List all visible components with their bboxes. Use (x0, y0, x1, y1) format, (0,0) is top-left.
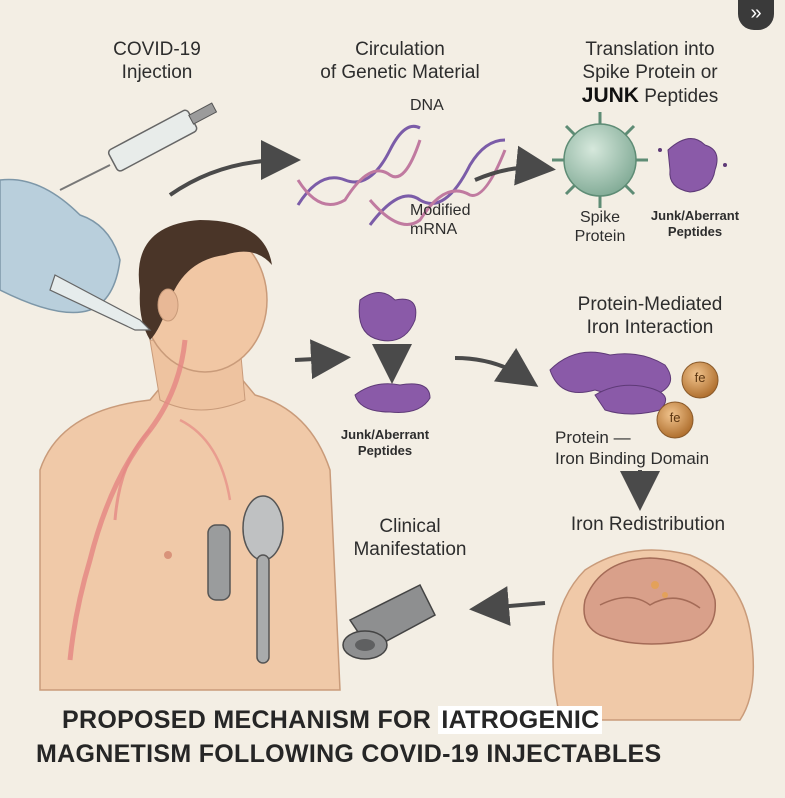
flow-arrows (168, 140, 660, 626)
label-injection: COVID-19 Injection (113, 39, 201, 83)
metal-objects (207, 495, 284, 664)
junk-peptides-middle (354, 292, 431, 413)
label-mrna: Modified mRNA (410, 202, 471, 238)
syringe-top (59, 102, 218, 191)
spike-protein-virus (552, 112, 648, 208)
label-dna: DNA (410, 97, 444, 114)
title-line2: MAGNETISM FOLLOWING COVID-19 INJECTABLES (36, 740, 662, 768)
translation-line2: Spike Protein or (582, 62, 718, 83)
label-clinical: Clinical Manifestation (353, 516, 467, 560)
title-line1: PROPOSED MECHANISM FOR IATROGENIC (62, 706, 603, 735)
label-peptides: Peptides (644, 86, 719, 107)
translation-line3: JUNK Peptides (540, 84, 760, 108)
label-translation: Translation into Spike Protein or JUNK P… (540, 38, 760, 108)
label-junk-emphasis: JUNK (581, 84, 639, 107)
dna-helix (296, 124, 507, 226)
junk-peptide-cluster-top (658, 138, 727, 193)
label-spike: Spike Protein (574, 209, 626, 245)
label-protein-iron: Protein-Mediated Iron Interaction (577, 294, 723, 338)
expand-button[interactable]: » (738, 0, 774, 30)
head-with-brain (552, 549, 755, 721)
title-part-a: PROPOSED MECHANISM FOR (62, 706, 432, 734)
label-junk-mid: Junk/Aberrant Peptides (340, 427, 430, 458)
fe-label-2: fe (669, 410, 681, 425)
label-binding: Protein — Iron Binding Domain (555, 428, 710, 468)
translation-line1: Translation into (585, 39, 715, 60)
label-redistribution: Iron Redistribution (570, 514, 726, 535)
title-part-b: IATROGENIC (438, 706, 603, 734)
label-circulation: Circulation of Genetic Material (320, 39, 480, 83)
fe-label-1: fe (694, 370, 706, 385)
gloved-hand (0, 178, 152, 331)
clinical-object (342, 583, 436, 660)
protein-iron-complex (549, 351, 719, 439)
label-junk-top: Junk/Aberrant Peptides (650, 208, 740, 239)
